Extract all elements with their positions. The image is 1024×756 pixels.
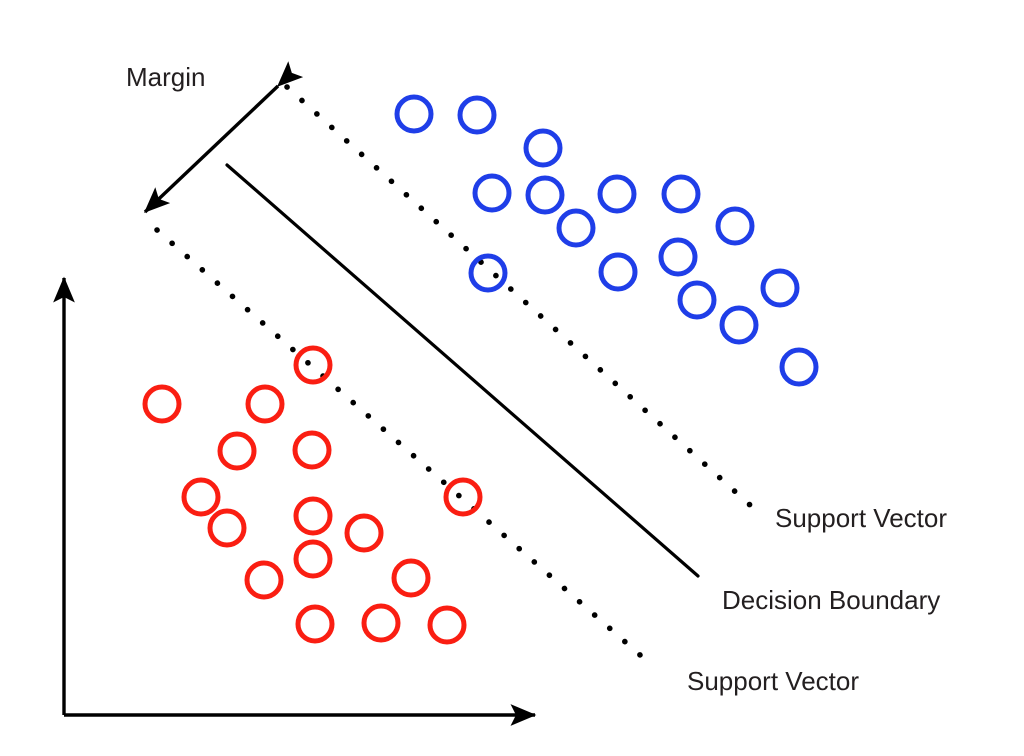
annotation-lines [143,61,753,665]
support-vector-point [293,345,333,385]
data-point [292,430,332,470]
data-point [295,604,335,644]
data-point [181,477,221,517]
data-point [472,173,512,213]
data-point [658,237,698,277]
data-point [394,94,434,134]
decision-boundary-line [225,163,700,578]
support-vector-point [443,477,483,517]
data-points [142,94,819,645]
data-point [142,384,182,424]
data-point [661,174,701,214]
data-point [344,513,384,553]
data-point [719,305,759,345]
series-class-positive [394,94,819,387]
data-point [391,558,431,598]
data-point [715,206,755,246]
data-point [779,347,819,387]
data-point [523,128,563,168]
data-point [597,174,637,214]
data-point [361,603,401,643]
data-point [293,539,333,579]
data-point [217,431,257,471]
data-point [427,605,467,645]
support-vector-lower-line [154,227,651,665]
data-point [457,95,497,135]
data-point [677,280,717,320]
support-vector-lower-label: Support Vector [687,666,859,696]
data-point [760,268,800,308]
data-point [207,508,247,548]
margin-label: Margin [126,62,205,92]
margin-arrow [143,61,304,214]
support-vector-upper-label: Support Vector [775,503,947,533]
data-point [245,384,285,424]
series-class-negative [142,345,483,645]
data-point [293,496,333,536]
data-point [525,175,565,215]
support-vector-point [468,253,508,293]
data-point [244,560,284,600]
axes [53,276,537,726]
support-vector-upper-line [284,84,753,508]
data-point [556,208,596,248]
data-point [598,252,638,292]
decision-boundary-label: Decision Boundary [722,585,940,615]
